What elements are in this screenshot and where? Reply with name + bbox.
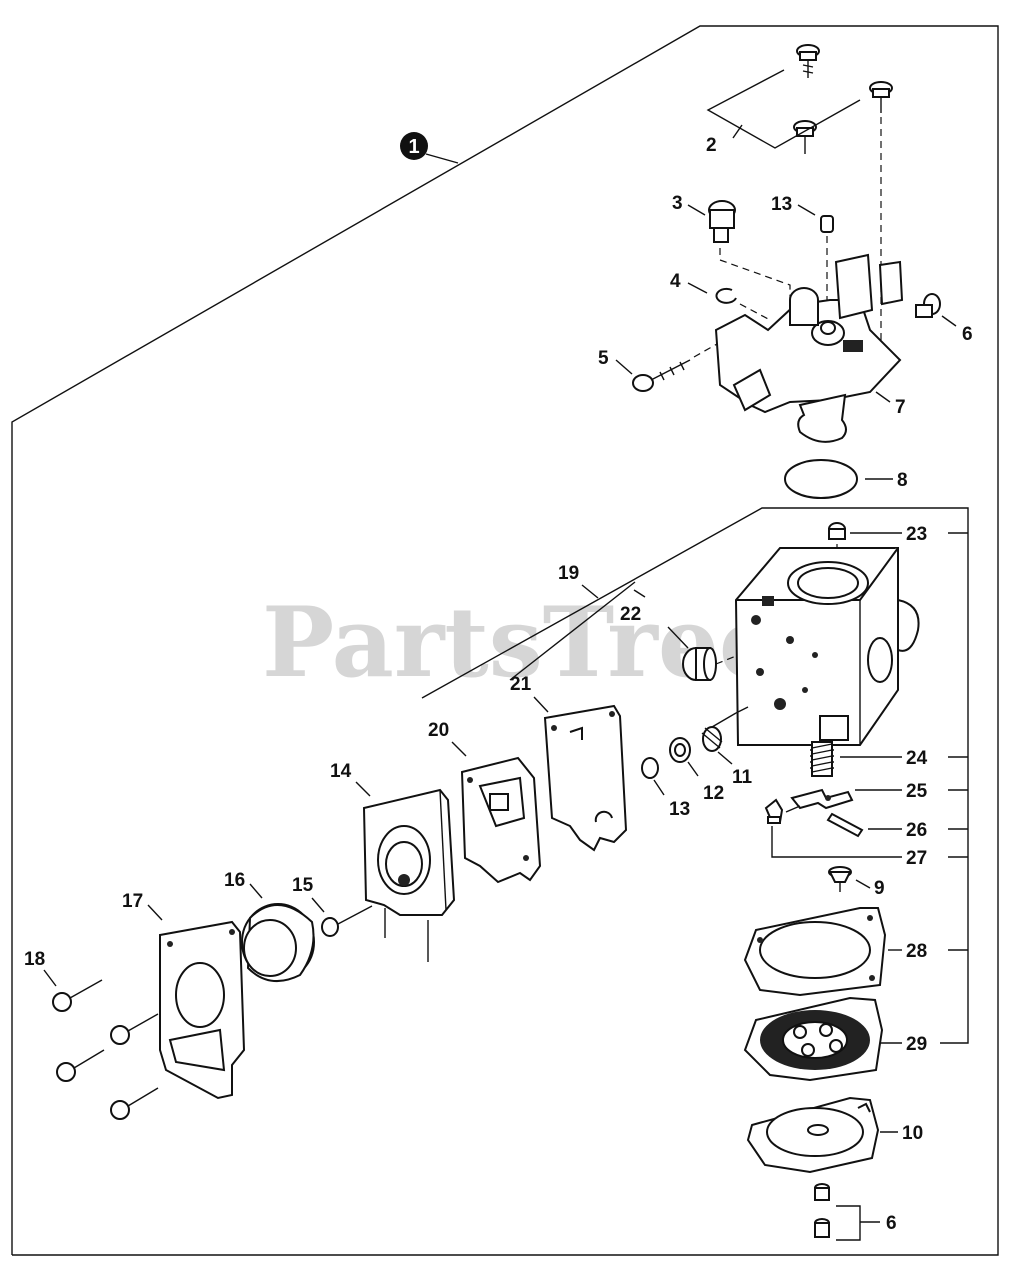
callout-8: 8 — [897, 470, 908, 491]
screw-2-bottom[interactable] — [793, 120, 817, 154]
clip-4[interactable] — [715, 287, 737, 304]
pump-cover-10[interactable] — [746, 1096, 880, 1174]
pin-26[interactable] — [826, 812, 864, 838]
callout-10: 10 — [902, 1123, 923, 1144]
throttle-body-7[interactable] — [714, 253, 904, 443]
callout-6-top: 6 — [962, 324, 973, 345]
callout-22: 22 — [620, 604, 641, 625]
assembly-boundary — [11, 25, 999, 1256]
plug-13-top[interactable] — [820, 215, 834, 233]
screw-6-side[interactable] — [915, 293, 941, 318]
pump-body-14[interactable] — [362, 788, 456, 962]
callout-28: 28 — [906, 941, 927, 962]
gasket-21[interactable] — [543, 704, 628, 852]
bushing-22[interactable] — [682, 647, 717, 681]
callout-27: 27 — [906, 848, 927, 869]
callout-13-top: 13 — [771, 194, 792, 215]
o-ring-8[interactable] — [784, 459, 858, 499]
callout-12: 12 — [703, 783, 724, 804]
needle-11[interactable] — [701, 706, 749, 752]
callout-6-bottom: 6 — [886, 1213, 897, 1234]
gasket-28[interactable] — [743, 907, 887, 997]
callout-24: 24 — [906, 748, 928, 769]
screw-6-bottom-lower[interactable] — [814, 1218, 830, 1238]
cover-plate-17[interactable] — [159, 920, 246, 1100]
callout-17: 17 — [122, 891, 143, 912]
carburetor-body[interactable] — [734, 547, 920, 746]
callout-13-lower: 13 — [669, 799, 690, 820]
screw-2-right[interactable] — [869, 81, 893, 113]
callout-25: 25 — [906, 781, 928, 802]
adjust-screw-3[interactable] — [708, 200, 736, 243]
assembly-badge[interactable]: 1 — [400, 132, 459, 164]
callout-9: 9 — [874, 878, 885, 899]
seal-12[interactable] — [669, 737, 691, 763]
callout-23: 23 — [906, 524, 927, 545]
screw-2-top[interactable] — [796, 44, 820, 78]
svg-text:1: 1 — [408, 136, 419, 158]
sub-assembly-bracket-19 — [421, 507, 969, 1044]
callout-7: 7 — [895, 397, 906, 418]
spring-24[interactable] — [810, 741, 834, 777]
primer-bulb-16[interactable] — [241, 903, 315, 983]
screw-9[interactable] — [828, 866, 852, 892]
cap-23[interactable] — [828, 522, 846, 540]
screw-18-a[interactable] — [52, 979, 103, 1012]
callout-21: 21 — [510, 674, 532, 695]
callout-18: 18 — [24, 949, 45, 970]
plug-13-lower[interactable] — [641, 757, 659, 779]
screw-18-c[interactable] — [56, 1049, 105, 1082]
screw-18-d[interactable] — [110, 1087, 159, 1120]
lever-25[interactable] — [790, 788, 854, 810]
callout-26: 26 — [906, 820, 927, 841]
needle-valve-27[interactable] — [764, 798, 784, 824]
callout-2: 2 — [706, 135, 717, 156]
callout-5: 5 — [598, 348, 609, 369]
callout-20: 20 — [428, 720, 449, 741]
callout-11: 11 — [732, 767, 753, 788]
screw-5[interactable] — [632, 359, 691, 392]
screw-15[interactable] — [321, 905, 373, 937]
screw-18-b[interactable] — [110, 1013, 159, 1045]
callout-29: 29 — [906, 1034, 927, 1055]
callout-16: 16 — [224, 870, 245, 891]
callout-3: 3 — [672, 193, 683, 214]
diaphragm-29[interactable] — [743, 996, 884, 1082]
gasket-20[interactable] — [460, 756, 542, 884]
callout-15: 15 — [292, 875, 314, 896]
callout-19: 19 — [558, 563, 579, 584]
callout-4: 4 — [670, 271, 681, 292]
screw-6-bottom-upper[interactable] — [814, 1183, 830, 1201]
callout-14: 14 — [330, 761, 352, 782]
